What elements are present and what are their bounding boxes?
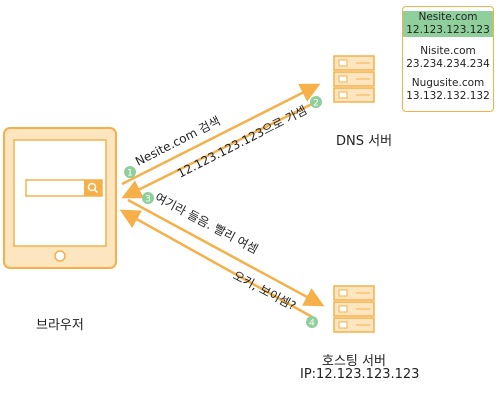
dns-record-ip: 12.123.123.123: [406, 24, 490, 36]
step-2-text: 12.123.123.123으로 가셈: [175, 103, 309, 181]
svg-text:4: 4: [309, 319, 315, 329]
hosting-server-ip: IP:12.123.123.123: [300, 367, 420, 382]
dns-server-icon: [333, 55, 375, 103]
search-icon: [87, 182, 99, 194]
dns-record-ip: 23.234.234.234: [406, 58, 490, 70]
step-badge-1: 1: [124, 166, 136, 179]
dns-record-1: Nesite.com 12.123.123.123: [403, 11, 493, 37]
dns-record-3: Nugusite.com 13.132.132.132: [403, 77, 493, 103]
step-badge-2: 2: [310, 96, 322, 109]
browser-label: 브라우저: [36, 318, 84, 333]
dns-server-label: DNS 서버: [336, 134, 393, 149]
step-badge-3: 3: [142, 192, 154, 205]
step-badge-4: 4: [306, 316, 318, 329]
arrow-step-3: [127, 198, 325, 307]
dns-record-name: Nugusite.com: [411, 77, 485, 89]
search-button: [84, 180, 102, 196]
dns-record-name: Nisite.com: [420, 45, 476, 57]
arrow-step-1: [121, 83, 321, 186]
arrow-step-2: [121, 98, 321, 199]
svg-text:3: 3: [145, 195, 151, 205]
dns-record-ip: 13.132.132.132: [406, 90, 490, 102]
arrow-step-4: [119, 209, 315, 320]
svg-text:1: 1: [127, 169, 133, 179]
svg-text:2: 2: [313, 99, 319, 109]
hosting-server-label: 호스팅 서버: [322, 354, 386, 369]
dns-records-table: Nesite.com 12.123.123.123 Nisite.com 23.…: [402, 6, 494, 112]
dns-record-name: Nesite.com: [418, 11, 478, 23]
dns-record-2: Nisite.com 23.234.234.234: [403, 45, 493, 71]
home-button-icon: [54, 250, 66, 262]
browser-device: [3, 127, 117, 269]
hosting-server-icon: [333, 285, 375, 333]
